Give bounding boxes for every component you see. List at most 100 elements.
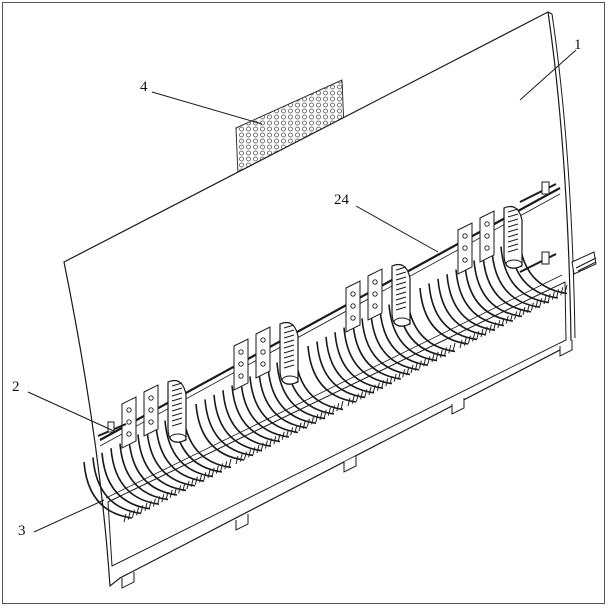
rib-base-hatch [220,463,224,472]
bolt-hole [484,233,490,239]
bolt-hole [126,419,132,425]
coil-winding [395,266,407,271]
coil-winding [395,281,407,286]
curved-rib [128,438,178,496]
bolt-hole [372,279,378,285]
rib-base-hatch [397,371,401,380]
rib-base-hatch [444,347,448,356]
panel-edge-thickness [547,11,576,339]
rib-base-hatch [239,453,243,462]
rib-base-hatch [463,337,467,346]
bolt-hole [350,291,356,297]
rib-base-hatch [435,351,439,360]
rib-base-hatch [273,436,277,445]
holder-ring [281,375,299,385]
bolt-hole [126,407,132,413]
coil-winding [507,248,519,253]
rib-base-hatch [414,362,418,371]
curved-rib [267,367,317,424]
rib-base-hatch [539,298,543,307]
coil-winding [171,397,183,402]
rib-base-hatch [505,315,509,324]
rib-base-hatch [543,295,547,305]
rib-base-hatch [302,420,306,429]
rib-base-hatch [488,324,492,333]
coil-winding [395,286,407,291]
rib-base-hatch [228,458,232,468]
curved-rib [316,341,366,399]
bolt-hole [484,245,490,251]
callout-3: 3 [18,523,26,539]
edge-bracket [571,251,597,275]
coil-winding [171,417,183,422]
rib-base-hatch [182,483,186,492]
coil-winding [395,291,407,296]
rib-base-hatch [336,403,340,412]
holder-ring [393,317,411,327]
rib-base-hatch [260,442,264,451]
bolt-hole [148,395,154,401]
end-rod [519,253,557,273]
coil-winding [507,208,519,213]
rib-base-hatch [393,373,397,382]
callout-4: 4 [140,79,148,95]
rib-base-hatch [484,326,488,335]
rib-base-hatch [190,478,194,487]
rib-base-hatch [264,440,268,449]
coil-winding [171,392,183,397]
rib-base-hatch [127,511,131,520]
bolt-hole [372,291,378,297]
rib-base-hatch [294,425,298,434]
shaft-end-fittings [519,181,557,273]
curved-rib [155,425,205,482]
rib-base-hatch [418,360,422,369]
leader-2 [27,391,117,433]
bolt-hole [238,373,244,379]
rib-base-hatch [194,476,198,485]
curved-rib [83,461,133,519]
leader-lines [27,49,577,533]
support-foot [451,398,465,415]
heater-module [83,379,232,523]
rib-base-hatch [285,429,289,438]
bolt-nut [107,421,115,433]
rib-base-hatch [269,438,273,447]
rib-base-hatch [178,485,182,494]
rib-base-hatch [459,339,463,349]
rib-base-hatch [526,304,530,313]
support-foot [121,572,135,589]
coil-winding [283,359,295,364]
rib-base-hatch [173,487,177,496]
rib-base-hatch [514,311,518,320]
coil-winding [507,233,519,238]
rib-base-hatch [480,328,484,338]
rib-base-hatch [472,333,476,342]
curved-rib [249,376,299,434]
curved-rib [325,336,375,394]
rib-base-hatch [298,422,302,432]
coil-winding [395,271,407,276]
coil-winding [283,349,295,354]
coil-winding [283,364,295,369]
rib-base-hatch [368,386,372,396]
rib-base-hatch [448,345,452,354]
rib-base-hatch [199,474,203,483]
bolt-hole [350,303,356,309]
rib-base-hatch [235,455,239,465]
rib-base-hatch [207,469,211,479]
heater-module [195,321,344,465]
curved-rib [482,255,532,313]
rib-base-hatch [277,433,281,443]
rib-base-hatch [560,287,564,296]
heater-modules [83,181,568,523]
rib-base-hatch [551,291,555,300]
coil-winding [171,387,183,392]
rib-base-hatch [351,395,355,404]
callout-24: 24 [334,192,349,208]
leader-4 [151,91,263,125]
coil-winding [507,218,519,223]
rib-base-hatch [467,335,471,344]
coil-winding [395,306,407,311]
bolt-hole [350,315,356,321]
